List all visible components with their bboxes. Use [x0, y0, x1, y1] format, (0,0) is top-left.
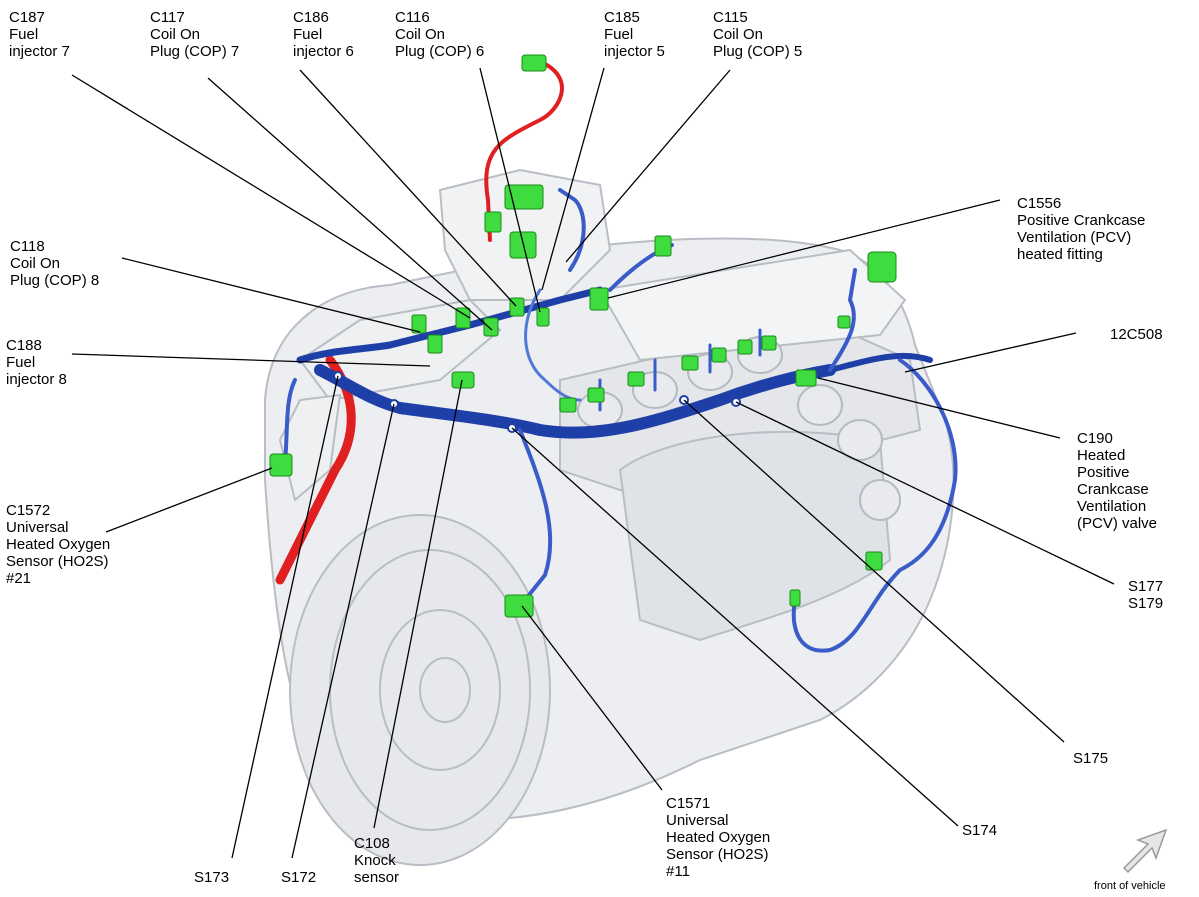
- leader-c185: [541, 67, 605, 291]
- label-s175: S175: [1073, 750, 1109, 767]
- injector-plug-2: [587, 387, 605, 403]
- connector-c186: [484, 211, 502, 233]
- connectors: [269, 54, 897, 618]
- injector-plug-4: [681, 355, 699, 371]
- leader-c1556: [607, 199, 1001, 299]
- injector-plug-8: [837, 315, 851, 329]
- connector-c115: [654, 235, 672, 257]
- connector-lower-right: [865, 551, 883, 571]
- connector-c1571: [504, 594, 534, 618]
- leader-c108: [373, 379, 463, 829]
- arrow-up-right-icon: [1122, 828, 1168, 874]
- connector-c116-top: [521, 54, 547, 72]
- injector-plug-7: [761, 335, 777, 351]
- leader-12c508: [904, 332, 1077, 373]
- injector-plug-3: [627, 371, 645, 387]
- label-s173: S173: [194, 869, 230, 886]
- leader-c190: [817, 377, 1061, 439]
- leader-c115: [565, 69, 731, 263]
- leader-s175: [683, 399, 1065, 743]
- connector-lower: [789, 589, 801, 607]
- front-of-vehicle-label: front of vehicle: [1094, 880, 1166, 892]
- connector-c1556: [589, 287, 609, 311]
- leader-c1571: [521, 605, 663, 791]
- red-hose: [275, 62, 564, 585]
- connector-c190: [795, 369, 817, 387]
- leader-c118: [121, 257, 421, 333]
- label-s172: S172: [281, 869, 317, 886]
- leader-c188: [71, 353, 431, 367]
- leader-s173: [231, 375, 339, 859]
- connector-c108: [451, 371, 475, 389]
- connector-c118: [411, 314, 427, 334]
- connector-c117: [483, 317, 499, 337]
- label-s174: S174: [962, 822, 998, 839]
- injector-plug-5: [711, 347, 727, 363]
- leader-c186: [299, 69, 517, 307]
- leader-lines: [71, 67, 1115, 859]
- left-cylinder-head: [278, 298, 502, 502]
- connector-top-cluster: [504, 184, 544, 210]
- leader-s177: [735, 401, 1115, 585]
- leader-c116: [479, 67, 541, 313]
- leader-s174: [511, 427, 959, 827]
- label-12c508: 12C508: [1110, 326, 1163, 343]
- connector-12c508-top: [867, 251, 897, 283]
- leader-c187: [71, 74, 471, 319]
- injector-plug-1: [559, 397, 577, 413]
- connector-c188: [427, 334, 443, 354]
- connector-c186-plug: [509, 297, 525, 317]
- leader-c117: [207, 77, 493, 331]
- leader-s172: [291, 403, 395, 859]
- connector-c116: [536, 307, 550, 327]
- injector-plug-6: [737, 339, 753, 355]
- connector-c1572: [269, 453, 293, 477]
- leader-c1572: [105, 467, 273, 533]
- flywheel: [289, 514, 551, 866]
